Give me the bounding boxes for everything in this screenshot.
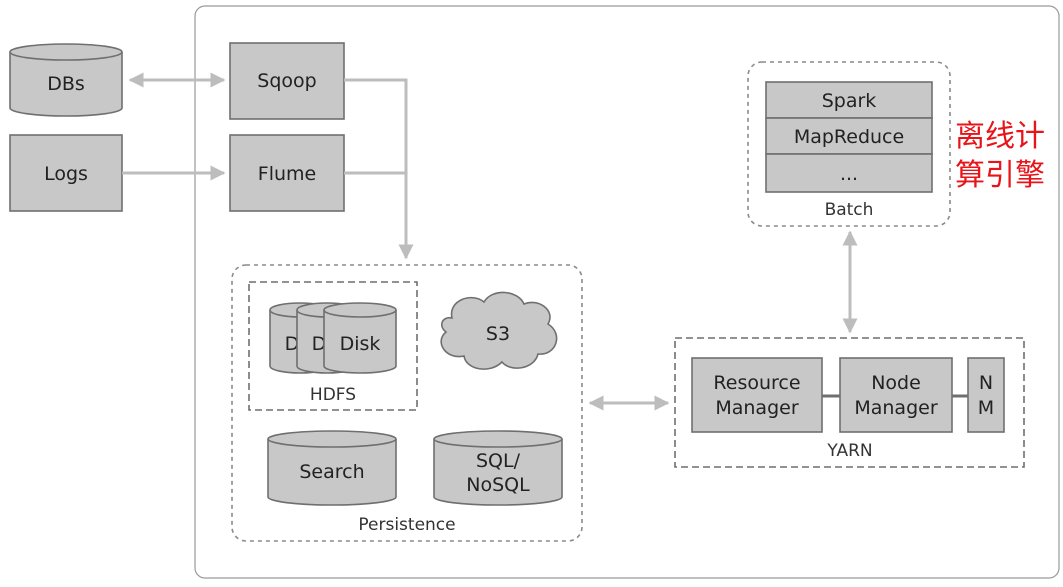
persistence-group (231, 264, 583, 542)
logs-source: Logs (9, 134, 123, 212)
rm-label-line2: Manager (715, 397, 798, 419)
node-manager-box: Node Manager (839, 357, 953, 433)
persistence-caption: Persistence (358, 515, 455, 535)
s3-label: S3 (486, 323, 510, 345)
sqoop-box: Sqoop (229, 42, 345, 120)
search-label: Search (299, 461, 364, 483)
nm-short-line2: M (978, 397, 994, 419)
offline-engine-note-line1: 离线计 (955, 119, 1045, 154)
nm-short-line1: N (979, 372, 993, 394)
disk-label-3: Disk (340, 333, 381, 355)
search-store: Search (267, 430, 397, 506)
disk-label-2: D (312, 333, 327, 355)
sqoop-connector (344, 78, 408, 170)
rm-label-line1: Resource (713, 372, 800, 394)
hdfs-caption: HDFS (310, 385, 356, 405)
sql-nosql-store: SQL/ NoSQL (433, 430, 563, 506)
batch-engine-spark: Spark (822, 90, 877, 112)
batch-engine-more: ... (840, 163, 858, 185)
sql-label-line1: SQL/ (476, 450, 521, 472)
batch-stack: Spark MapReduce ... (765, 81, 933, 193)
logs-label: Logs (44, 163, 88, 185)
yarn-group (674, 337, 1025, 468)
dbs-source: DBs (9, 43, 123, 117)
nm-label-line1: Node (871, 372, 921, 394)
batch-engine-mapreduce: MapReduce (794, 126, 904, 148)
resource-manager-box: Resource Manager (691, 357, 823, 433)
nm-label-line2: Manager (854, 397, 937, 419)
flume-box: Flume (229, 134, 345, 212)
sql-label-line2: NoSQL (466, 474, 530, 496)
disk-label-1: D (285, 333, 300, 355)
yarn-caption: YARN (826, 441, 872, 461)
dbs-label: DBs (47, 73, 85, 95)
hdfs-group (248, 281, 418, 411)
batch-group (747, 61, 951, 227)
batch-caption: Batch (825, 200, 874, 220)
sqoop-label: Sqoop (257, 70, 316, 92)
offline-engine-note-line2: 算引擎 (955, 158, 1045, 193)
node-manager-small-box: N M (967, 357, 1005, 433)
flume-label: Flume (258, 163, 316, 185)
s3-cloud: S3 (440, 291, 558, 370)
hdfs-disk-3: Disk (323, 302, 397, 374)
